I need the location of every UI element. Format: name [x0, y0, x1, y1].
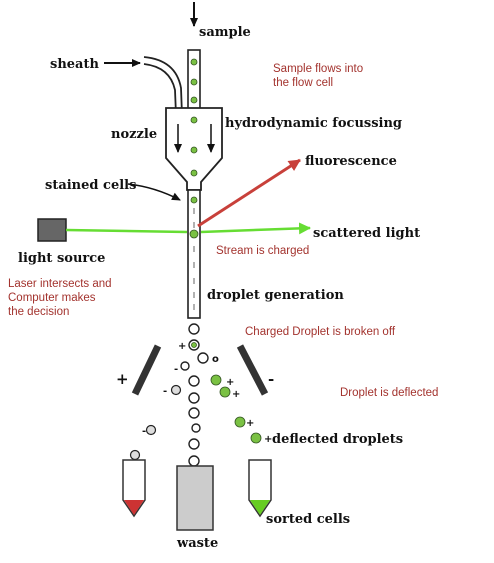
waste-label: waste: [176, 536, 218, 551]
annotation-sample-flow-line1: Sample flows into: [273, 63, 363, 75]
droplet-charge-marks: + - o + + - + - +: [142, 341, 272, 445]
droplets-center: [180, 323, 209, 467]
svg-text:+: +: [226, 377, 234, 388]
svg-text:+: +: [178, 341, 186, 352]
scattered-light-arrow: [200, 222, 311, 235]
droplet-generation-label: droplet generation: [207, 288, 344, 303]
hydrodynamic-label: hydrodynamic focussing: [225, 116, 402, 131]
light-source-box: [37, 218, 67, 242]
scattered-light-label: scattered light: [313, 226, 420, 241]
svg-text:o: o: [212, 354, 219, 365]
minus-plate-label: -: [268, 370, 274, 388]
right-tube-fill: [250, 500, 270, 515]
stained-cells-pointer: [127, 183, 181, 201]
annotation-sample-flow-line2: the flow cell: [273, 77, 333, 89]
svg-text:-: -: [174, 364, 178, 375]
sheath-tube-inner: [143, 63, 177, 116]
svg-text:+: +: [232, 389, 240, 400]
fluorescence-label: fluorescence: [305, 154, 397, 169]
charged-droplets: [191, 342, 262, 444]
reject-droplets: [129, 384, 182, 461]
annotation-laser-line3: the decision: [8, 306, 69, 318]
sample-label: sample: [199, 25, 251, 40]
plus-plate: [131, 344, 162, 396]
annotation-deflected: Droplet is deflected: [340, 387, 438, 399]
minus-plate: [236, 344, 269, 396]
stream-cells: [189, 58, 199, 239]
left-tube-fill: [124, 500, 144, 515]
sheath-tube-outer: [143, 56, 183, 116]
fluorescence-arrow: [197, 158, 301, 228]
svg-text:+: +: [246, 418, 254, 429]
svg-text:-: -: [142, 426, 146, 437]
sorted-cells-label: sorted cells: [266, 512, 350, 527]
laser-beam: [65, 228, 188, 234]
plus-plate-label: +: [116, 370, 129, 388]
annotation-laser-line2: Computer makes: [8, 292, 96, 304]
deflected-droplets-label: deflected droplets: [272, 432, 403, 447]
flow-stream-tube: [187, 189, 201, 319]
nozzle-label: nozzle: [111, 127, 157, 142]
stained-cells-label: stained cells: [45, 178, 136, 193]
svg-text:+: +: [264, 434, 272, 445]
svg-text:-: -: [163, 386, 167, 397]
annotation-charged-droplet: Charged Droplet is broken off: [245, 326, 396, 338]
sheath-label: sheath: [50, 57, 99, 72]
annotation-laser-line1: Laser intersects and: [8, 278, 112, 290]
waste-container: [176, 465, 214, 531]
annotation-stream-charged: Stream is charged: [216, 245, 309, 257]
light-source-label: light source: [18, 251, 105, 266]
